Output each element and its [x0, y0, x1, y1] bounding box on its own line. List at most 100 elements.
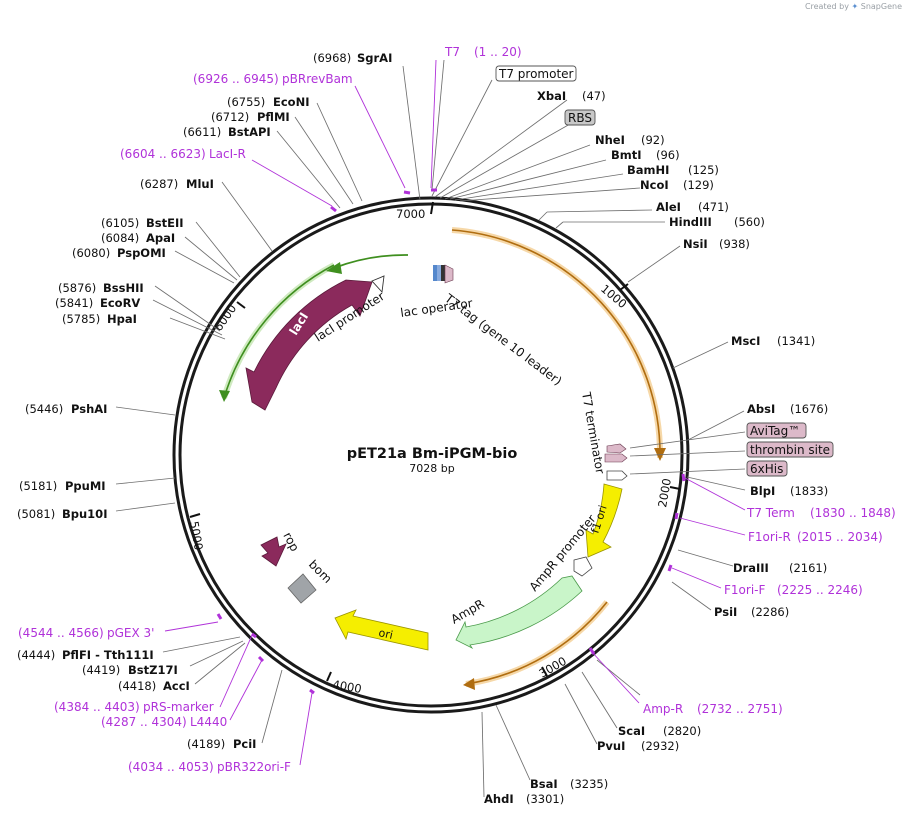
enzyme-name[interactable]: ApaI	[146, 231, 175, 245]
enzyme-name[interactable]: AhdI	[484, 792, 514, 806]
enzyme-name[interactable]: PspOMI	[117, 246, 166, 260]
enzyme-name[interactable]: BstAPI	[228, 125, 271, 139]
tick-label: 2000	[655, 477, 674, 508]
tick-label: 7000	[396, 207, 425, 221]
rop-feature[interactable]	[260, 536, 287, 567]
enzyme-position: (2286)	[751, 605, 789, 619]
rbs-label: RBS	[568, 111, 592, 125]
enzyme-name[interactable]: BamHI	[627, 163, 669, 177]
enzyme-name[interactable]: PpuMI	[65, 479, 106, 493]
enzyme-name[interactable]: BssHII	[103, 281, 144, 295]
primer-range: (4384 .. 4403)	[54, 700, 140, 714]
enzyme-name[interactable]: MscI	[731, 334, 760, 348]
enzyme-position: (6712)	[211, 110, 249, 124]
primer-range: (4544 .. 4566)	[18, 626, 104, 640]
enzyme-name[interactable]: NcoI	[640, 178, 669, 192]
enzyme-position: (6755)	[227, 95, 265, 109]
enzyme-position: (560)	[734, 215, 765, 229]
terminator-blocks	[604, 443, 628, 481]
enzyme-name[interactable]: Bpu10I	[62, 507, 107, 521]
ori-feature[interactable]	[334, 609, 429, 651]
enzyme-name[interactable]: BmtI	[611, 148, 642, 162]
enzyme-position: (47)	[582, 89, 606, 103]
enzyme-position: (5446)	[25, 402, 63, 416]
enzyme-name[interactable]: DraIII	[733, 561, 769, 575]
primer-name[interactable]: F1ori-F	[724, 583, 765, 597]
primer-name[interactable]: pGEX 3'	[107, 626, 154, 640]
enzyme-name[interactable]: XbaI	[537, 89, 566, 103]
primer-name[interactable]: pBR322ori-F	[217, 760, 291, 774]
ampr-promoter-arrow[interactable]	[573, 556, 593, 577]
laci-feature[interactable]	[245, 279, 373, 411]
enzyme-name[interactable]: HpaI	[107, 312, 137, 326]
watermark-prefix: Created by	[804, 2, 849, 11]
tick-label: 4000	[331, 677, 362, 696]
primer-leader-lines	[164, 59, 746, 766]
primer-name[interactable]: pRS-marker	[143, 700, 214, 714]
orf-arc-orange-line	[451, 229, 661, 459]
watermark-brand: SnapGene	[860, 2, 902, 11]
tick-label: 5000	[187, 520, 206, 551]
avitag-label: AviTag™	[750, 424, 800, 438]
primer-name[interactable]: F1ori-R	[748, 530, 791, 544]
snapgene-logo-icon: ✦	[851, 2, 859, 11]
f1-ori-feature[interactable]	[585, 483, 623, 558]
enzyme-name[interactable]: NheI	[595, 133, 625, 147]
enzyme-name[interactable]: PflFI - Tth111I	[62, 648, 154, 662]
enzyme-position: (129)	[683, 178, 714, 192]
position-ticks	[189, 201, 681, 682]
6xhis-label: 6xHis	[750, 462, 783, 476]
primer-range: (4287 .. 4304)	[101, 715, 187, 729]
enzyme-position: (2820)	[663, 724, 701, 738]
primer-name[interactable]: L4440	[190, 715, 227, 729]
enzyme-name[interactable]: PciI	[233, 737, 256, 751]
enzyme-position: (4419)	[82, 663, 120, 677]
enzyme-name[interactable]: AleI	[656, 200, 681, 214]
enzyme-name[interactable]: AbsI	[747, 402, 775, 416]
primer-labels: T7 (1 .. 20) (6926 .. 6945) pBRrevBam (6…	[18, 45, 896, 774]
enzyme-position: (5181)	[19, 479, 57, 493]
enzyme-position: (6084)	[101, 231, 139, 245]
enzyme-name[interactable]: EcoNI	[273, 95, 309, 109]
enzyme-labels: (6968) SgrAI XbaI (47) NheI (92) BmtI (9…	[17, 51, 828, 806]
enzyme-position: (6080)	[72, 246, 110, 260]
enzyme-position: (5841)	[55, 296, 93, 310]
enzyme-name[interactable]: PsiI	[714, 605, 737, 619]
enzyme-name[interactable]: AccI	[163, 679, 190, 693]
enzyme-name[interactable]: PshAI	[71, 402, 107, 416]
enzyme-position: (471)	[698, 200, 729, 214]
primer-name[interactable]: Amp-R	[643, 702, 683, 716]
primer-name[interactable]: T7 Term	[746, 506, 795, 520]
primer-name[interactable]: T7	[444, 45, 460, 59]
enzyme-position: (5081)	[17, 507, 55, 521]
enzyme-name[interactable]: BsaI	[530, 777, 558, 791]
enzyme-name[interactable]: BlpI	[750, 484, 775, 498]
plasmid-size: 7028 bp	[409, 462, 454, 475]
primer-range: (1830 .. 1848)	[810, 506, 896, 520]
enzyme-position: (5785)	[62, 312, 100, 326]
enzyme-position: (92)	[641, 133, 665, 147]
enzyme-name[interactable]: ScaI	[618, 724, 645, 738]
enzyme-name[interactable]: BstEII	[146, 216, 184, 230]
enzyme-name[interactable]: MluI	[186, 177, 214, 191]
enzyme-position: (6105)	[101, 216, 139, 230]
primer-name[interactable]: LacI-R	[209, 147, 246, 161]
bom-feature[interactable]	[287, 573, 317, 604]
primer-name[interactable]: pBRrevBam	[282, 72, 353, 86]
enzyme-name[interactable]: EcoRV	[100, 296, 140, 310]
enzyme-position: (6611)	[183, 125, 221, 139]
enzyme-name[interactable]: PvuI	[597, 739, 625, 753]
enzyme-name[interactable]: NsiI	[683, 237, 708, 251]
enzyme-position: (6287)	[140, 177, 178, 191]
enzyme-position: (4418)	[118, 679, 156, 693]
enzyme-position: (4189)	[187, 737, 225, 751]
ampr-feature[interactable]	[455, 575, 583, 650]
enzyme-name[interactable]: SgrAI	[357, 51, 392, 65]
enzyme-position: (96)	[656, 148, 680, 162]
enzyme-name[interactable]: PflMI	[257, 110, 290, 124]
enzyme-name[interactable]: BstZ17I	[128, 663, 178, 677]
primer-range: (6604 .. 6623)	[120, 147, 206, 161]
enzyme-name[interactable]: HindIII	[669, 215, 712, 229]
primer-range: (2015 .. 2034)	[797, 530, 883, 544]
